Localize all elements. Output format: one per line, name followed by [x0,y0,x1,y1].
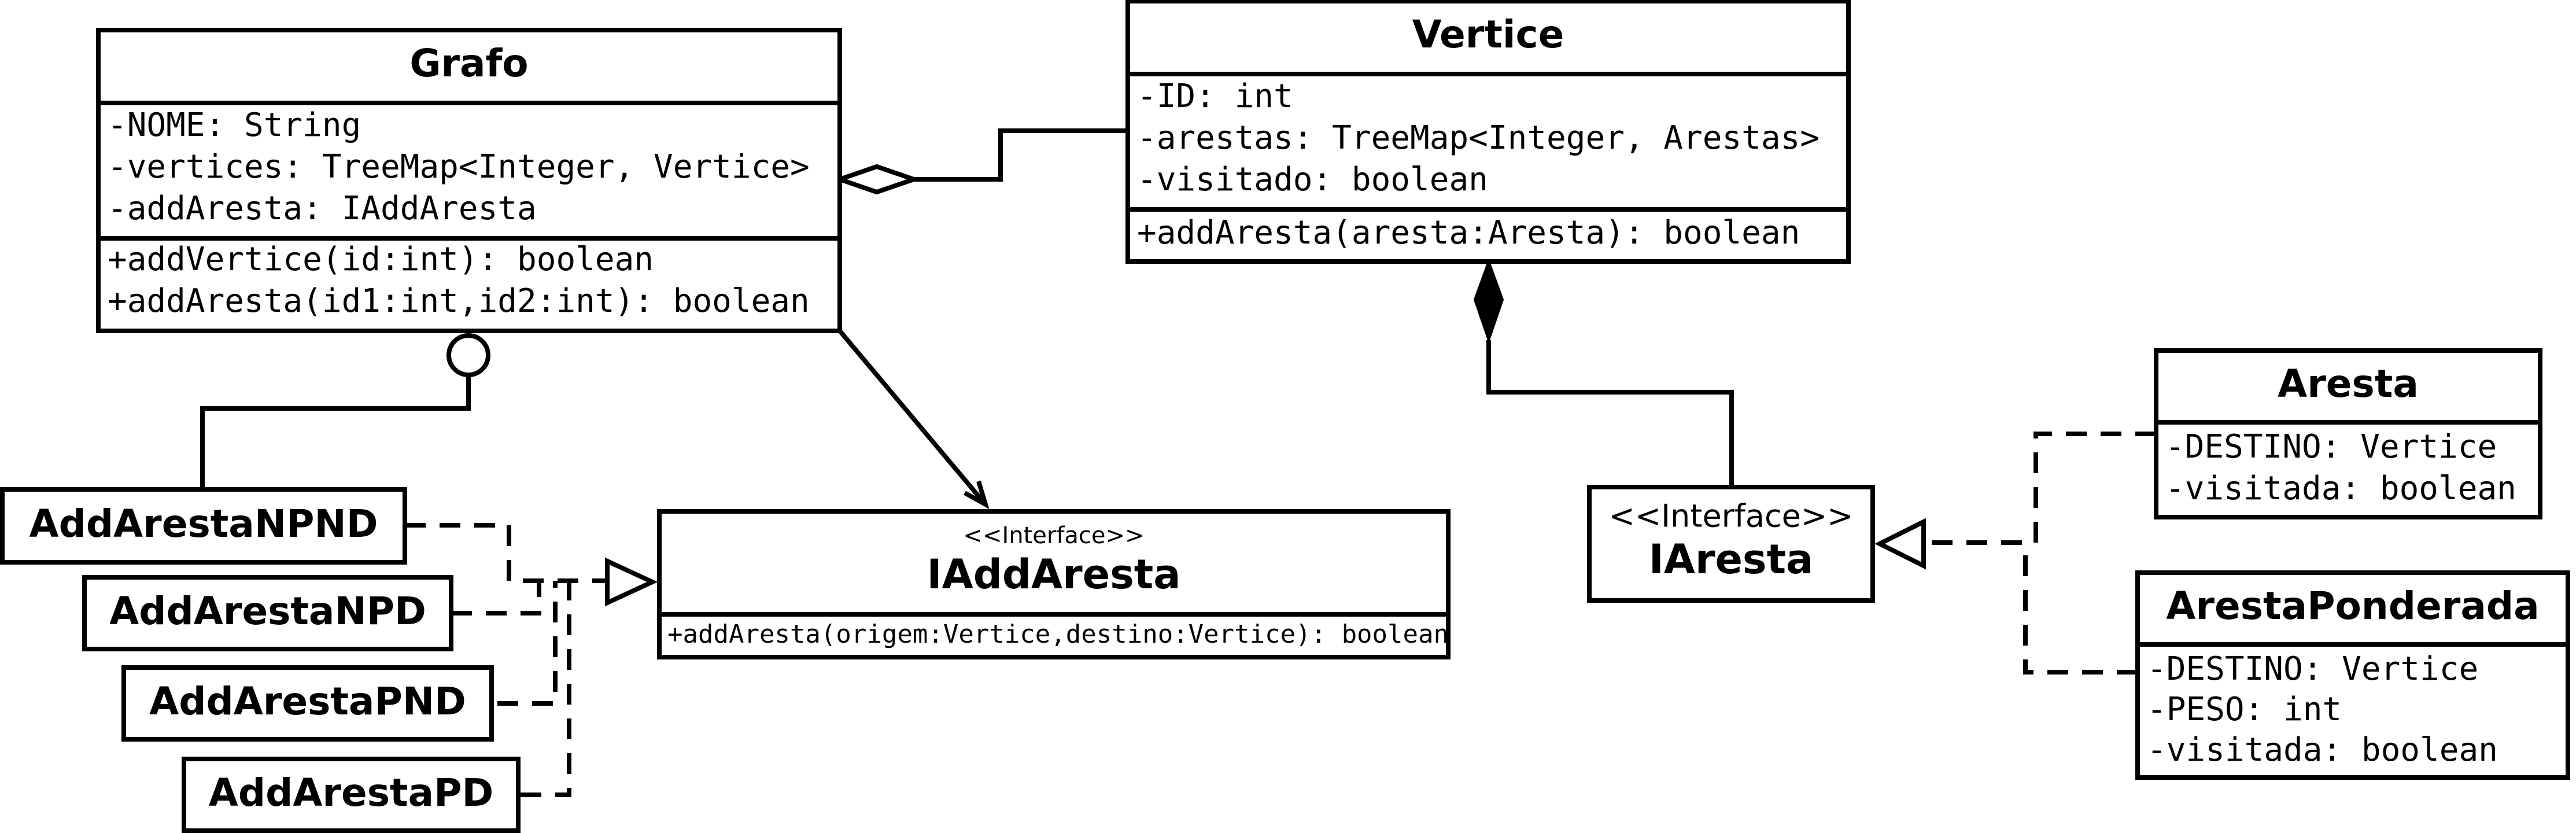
socket-circle [446,333,490,377]
class-attribute: -visitada: boolean [2147,731,2498,769]
class-attribute: -addAresta: IAddAresta [108,190,537,227]
class-name: Vertice [1412,12,1564,57]
class-attribute: -PESO: int [2147,691,2342,728]
interface-iaddaresta[interactable]: <<Interface>> IAddAresta +addAresta(orig… [657,509,1451,659]
class-name: AddArestaPD [209,771,494,815]
realization-aresta-implementations [1874,432,2156,674]
class-attribute: -arestas: TreeMap<Integer, Arestas> [1137,119,1820,157]
interface-socket-link [200,333,490,489]
class-addarestapnd[interactable]: AddArestaPND [121,665,494,742]
composition-diamond [1473,258,1504,344]
class-method: +addAresta(origem:Vertice,destino:Vertic… [667,620,1449,649]
class-aresta[interactable]: Aresta -DESTINO: Vertice -visitada: bool… [2154,348,2542,519]
open-arrowhead [964,480,990,510]
class-attribute: -visitada: boolean [2165,470,2516,507]
class-attribute: -NOME: String [108,106,361,144]
class-name: IAddAresta [927,551,1181,598]
class-vertice[interactable]: Vertice -ID: int -arestas: TreeMap<Integ… [1125,0,1851,264]
class-method: +addAresta(aresta:Aresta): boolean [1137,214,1800,252]
class-name: AddArestaNPND [29,502,378,546]
class-addarestanpd[interactable]: AddArestaNPD [82,575,453,651]
class-attribute: -vertices: TreeMap<Integer, Vertice> [108,148,810,186]
class-name: IAresta [1649,536,1814,583]
aggregation-grafo-vertice [832,128,1128,195]
class-name: AddArestaPND [149,679,466,724]
class-attribute: -DESTINO: Vertice [2147,650,2478,688]
class-attribute: -DESTINO: Vertice [2165,428,2497,466]
association-grafo-iaddaresta [837,329,990,510]
realization-addaresta-implementations [405,523,658,797]
class-name: ArestaPonderada [2166,584,2539,628]
stereotype-label: <<Interface>> [1609,498,1854,535]
class-method: +addAresta(id1:int,id2:int): boolean [108,282,810,320]
class-attribute: -ID: int [1137,78,1293,115]
class-name: Aresta [2278,362,2419,406]
class-addarestanpnd[interactable]: AddArestaNPND [0,487,407,565]
class-attribute: -visitado: boolean [1137,161,1488,198]
class-arestaponderada[interactable]: ArestaPonderada -DESTINO: Vertice -PESO:… [2135,570,2570,780]
class-name: Grafo [409,41,528,86]
stereotype-label: <<Interface>> [963,522,1144,549]
composition-vertice-iaresta [1473,258,1734,487]
realization-triangle [1874,518,1926,570]
interface-iaresta[interactable]: <<Interface>> IAresta [1587,485,1875,603]
class-addarestapd[interactable]: AddArestaPD [182,757,521,833]
class-grafo[interactable]: Grafo -NOME: String -vertices: TreeMap<I… [96,28,842,333]
realization-triangle [605,557,658,607]
class-name: AddArestaNPD [109,589,426,633]
class-method: +addVertice(id:int): boolean [108,241,654,278]
aggregation-diamond [832,164,921,195]
